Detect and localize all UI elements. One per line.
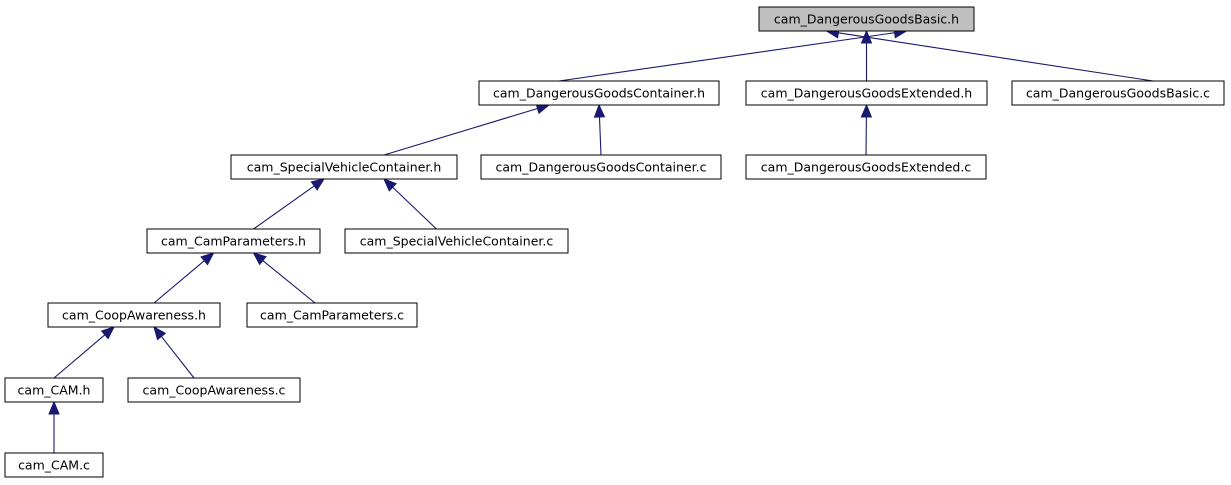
edge-arrowhead <box>153 325 167 341</box>
edge-line <box>598 116 602 156</box>
edge-n2-to-n0 <box>860 29 873 81</box>
node-cam-dangerousgoodsextended-c[interactable]: cam_DangerousGoodsExtended.c <box>745 154 987 180</box>
node-cam-cam-h[interactable]: cam_CAM.h <box>4 377 104 403</box>
node-cam-coopawareness-h[interactable]: cam_CoopAwareness.h <box>47 302 221 328</box>
node-label: cam_CamParameters.h <box>161 234 306 249</box>
node-label: cam_DangerousGoodsBasic.c <box>1026 86 1210 101</box>
edge-line <box>383 107 538 156</box>
edge-n8-to-n4 <box>383 178 437 230</box>
edges-layer <box>48 27 1154 453</box>
node-label: cam_DangerousGoodsExtended.c <box>761 160 972 175</box>
node-cam-specialvehiclecontainer-h[interactable]: cam_SpecialVehicleContainer.h <box>230 154 458 180</box>
edge-arrowhead <box>48 400 60 415</box>
node-label: cam_SpecialVehicleContainer.h <box>247 160 442 175</box>
edge-arrowhead <box>252 252 267 266</box>
edge-n5-to-n1 <box>593 103 606 156</box>
node-cam-camparameters-h[interactable]: cam_CamParameters.h <box>146 228 321 254</box>
edge-line <box>838 32 1154 82</box>
node-label: cam_DangerousGoodsContainer.h <box>493 86 705 101</box>
edge-arrowhead <box>593 103 606 118</box>
node-cam-specialvehiclecontainer-c[interactable]: cam_SpecialVehicleContainer.c <box>344 228 569 254</box>
node-label: cam_CoopAwareness.h <box>62 308 206 323</box>
node-label: cam_CAM.h <box>18 383 91 398</box>
node-cam-dangerousgoodsextended-h[interactable]: cam_DangerousGoodsExtended.h <box>745 80 988 106</box>
node-label: cam_SpecialVehicleContainer.c <box>360 234 554 249</box>
nodes-layer: cam_DangerousGoodsBasic.h cam_DangerousG… <box>4 6 1225 478</box>
node-cam-camparameters-c[interactable]: cam_CamParameters.c <box>246 302 418 328</box>
edge-n7-to-n4 <box>253 178 326 230</box>
edge-arrowhead <box>100 326 115 340</box>
edge-line <box>253 185 315 230</box>
node-cam-dangerousgoodscontainer-h[interactable]: cam_DangerousGoodsContainer.h <box>478 80 720 106</box>
edge-line <box>160 336 195 379</box>
edge-n6-to-n2 <box>860 103 873 156</box>
edge-line <box>262 260 316 304</box>
edge-line <box>392 186 437 230</box>
node-cam-dangerousgoodscontainer-c[interactable]: cam_DangerousGoodsContainer.c <box>480 154 722 180</box>
edge-n4-to-n1 <box>383 103 551 156</box>
edge-n9-to-n7 <box>153 252 215 304</box>
edge-line <box>153 260 205 304</box>
node-label: cam_CoopAwareness.c <box>143 383 286 398</box>
node-label: cam_DangerousGoodsContainer.c <box>496 160 707 175</box>
edge-n11-to-n9 <box>53 326 115 379</box>
edge-arrowhead <box>200 252 215 266</box>
edge-n10-to-n7 <box>252 252 316 304</box>
node-label: cam_CAM.c <box>18 458 90 473</box>
node-cam-dangerousgoodsbasic-h[interactable]: cam_DangerousGoodsBasic.h <box>758 6 975 32</box>
edge-line <box>53 334 106 379</box>
node-label: cam_CamParameters.c <box>260 308 404 323</box>
node-cam-dangerousgoodsbasic-c[interactable]: cam_DangerousGoodsBasic.c <box>1011 80 1225 106</box>
node-label: cam_DangerousGoodsExtended.h <box>761 86 972 101</box>
node-cam-cam-c[interactable]: cam_CAM.c <box>4 452 104 478</box>
node-label: cam_DangerousGoodsBasic.h <box>774 12 959 27</box>
node-cam-coopawareness-c[interactable]: cam_CoopAwareness.c <box>127 377 301 403</box>
edge-arrowhead <box>310 178 326 191</box>
edge-n13-to-n11 <box>48 400 60 453</box>
edge-n12-to-n9 <box>153 325 195 379</box>
edge-arrowhead <box>383 178 398 192</box>
edge-line <box>558 32 895 82</box>
edge-arrowhead <box>860 103 873 118</box>
